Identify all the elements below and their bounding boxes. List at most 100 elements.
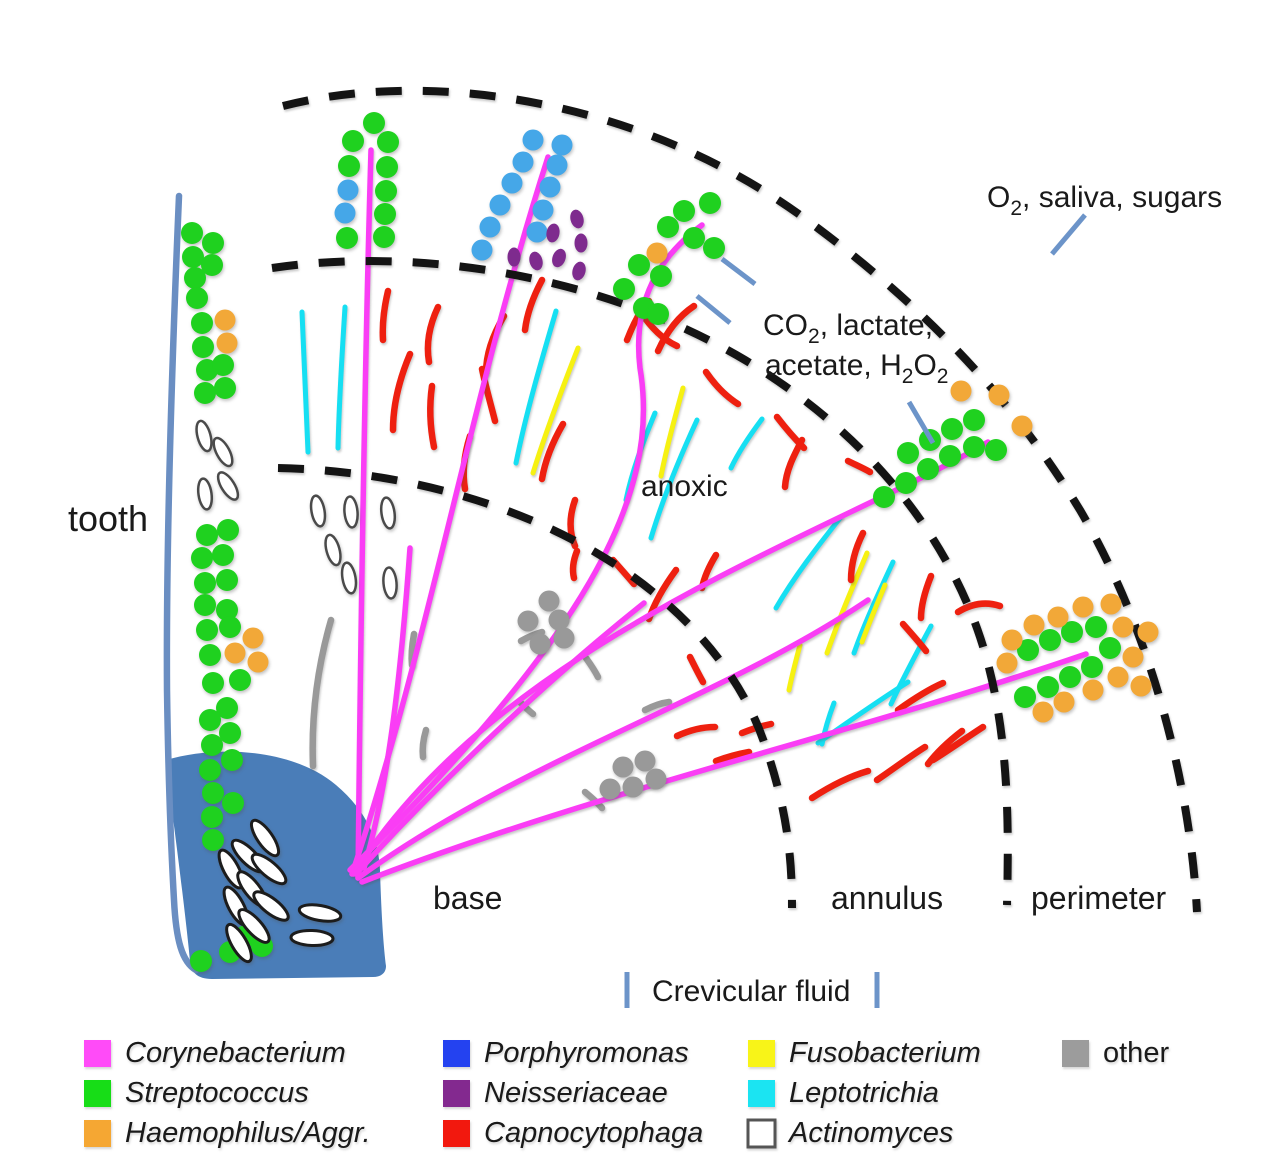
other-taxa-rods [309,616,673,812]
streptococcus-cell [199,644,221,666]
fusobacterium-cell [859,582,888,645]
porphyromonas-cell [479,216,501,238]
capnocytophaga-cell [673,723,719,740]
streptococcus-cell [229,669,251,691]
porphyromonas-cell [489,194,511,216]
capnocytophaga-cell [569,547,581,582]
metabolite-uparrow-icon [906,400,936,445]
streptococcus-cell [222,792,244,814]
metabolite-outflux-arrow-icon [695,294,732,325]
streptococcus-cell [217,519,239,541]
capnocytophaga-cell [686,653,707,686]
porphyromonas-cell [532,199,554,221]
capnocytophaga-cell [847,529,867,584]
streptococcus-cell [1081,656,1103,678]
base-label: base [433,880,502,916]
other-coccus-cell [517,610,539,632]
zone-boundary-dashed-arc [271,257,1012,906]
leptotrichia-cell [773,514,844,611]
streptococcus-cell [201,254,223,276]
legend-label-other: other [1103,1037,1169,1069]
streptococcus-cell [221,749,243,771]
streptococcus-cell [202,829,224,851]
other-coccus-cell [612,756,634,778]
capnocytophaga-cell [808,767,872,802]
legend: Corynebacterium Streptococcus Haemophilu… [84,1037,1169,1149]
neisseriaceae-cell [529,251,543,271]
tooth-label: tooth [68,498,148,539]
streptococcus-cell [201,806,223,828]
corynebacterium-filaments [347,147,1089,885]
streptococcus-cell [917,458,939,480]
leptotrichia-cell [648,417,700,541]
streptococcus-cell [219,722,241,744]
corynebacterium-filament [359,651,1089,885]
streptococcus-cell [703,237,725,259]
streptococcus-cell [212,354,234,376]
capnocytophaga-cell [917,572,935,622]
haemophilus-cell [1137,621,1159,643]
other-coccus-cell [538,590,560,612]
fusobacterium-cell [786,642,803,693]
fusobacterium-cells [530,345,888,693]
haemophilus-cell [216,332,238,354]
legend-swatch-corynebacterium [84,1040,111,1067]
streptococcus-cell [657,216,679,238]
streptococcus-cell [216,697,238,719]
streptococcus-cell [184,267,206,289]
zone-boundaries [271,86,1201,913]
actinomyces-cell [297,903,343,923]
other-coccus-cell [599,778,621,800]
porphyromonas-cell [546,154,568,176]
neisseriaceae-cell [572,261,586,281]
other-rod-cell [641,698,673,714]
streptococcus-cell [939,445,961,467]
streptococcus-cell [338,155,360,177]
actinomyces-cell [252,890,290,922]
other-rod-cell [581,788,606,812]
streptococcus-cell [216,599,238,621]
legend-swatch-porphyromonas [443,1040,470,1067]
streptococcus-cell [699,192,721,214]
porphyromonas-cell [551,134,573,156]
actinomyces-cell [289,928,335,948]
legend-swatch-leptotrichia [748,1080,775,1107]
streptococcus-cell [192,336,214,358]
neisseriaceae-cell [570,209,584,229]
legend-label-porphyromonas: Porphyromonas [484,1037,689,1069]
corynebacterium-filament [355,147,374,881]
actinomyces-cell [340,561,358,595]
streptococcus-cell [673,200,695,222]
haemophilus-cell [988,384,1010,406]
legend-label-streptococcus: Streptococcus [125,1077,309,1109]
leptotrichia-cell [335,304,348,451]
actinomyces-cell [216,471,240,501]
haemophilus-cell [214,309,236,331]
legend-label-capnocytophaga: Capnocytophaga [484,1117,703,1149]
haemophilus-cell [1053,691,1075,713]
corynebacterium-filament [351,439,991,877]
haemophilus-cell [1082,679,1104,701]
streptococcus-cell [873,486,895,508]
haemophilus-cell [1072,596,1094,618]
streptococcus-cell [1099,637,1121,659]
actinomyces-cell [250,852,288,886]
actinomyces-cell [324,533,342,567]
streptococcus-cell [336,227,358,249]
actinomyces-cell [225,922,253,964]
actinomyces-cell [249,818,281,858]
actinomyces-cell [379,496,397,530]
haemophilus-cell [1047,606,1069,628]
streptococcus-cell [202,672,224,694]
porphyromonas-cell [501,172,523,194]
legend-label-haemophilus: Haemophilus/Aggr. [125,1117,371,1149]
haemophilus-cell [950,380,972,402]
streptococcus-cell [613,278,635,300]
co2-lactate-label-line1: CO2, lactate, [763,309,933,348]
streptococcus-cell [1014,686,1036,708]
capnocytophaga-cell [379,287,392,344]
actinomyces-cell [196,477,214,511]
legend-swatch-other [1062,1040,1089,1067]
streptococcus-cell [373,226,395,248]
tooth-surface [163,192,200,974]
